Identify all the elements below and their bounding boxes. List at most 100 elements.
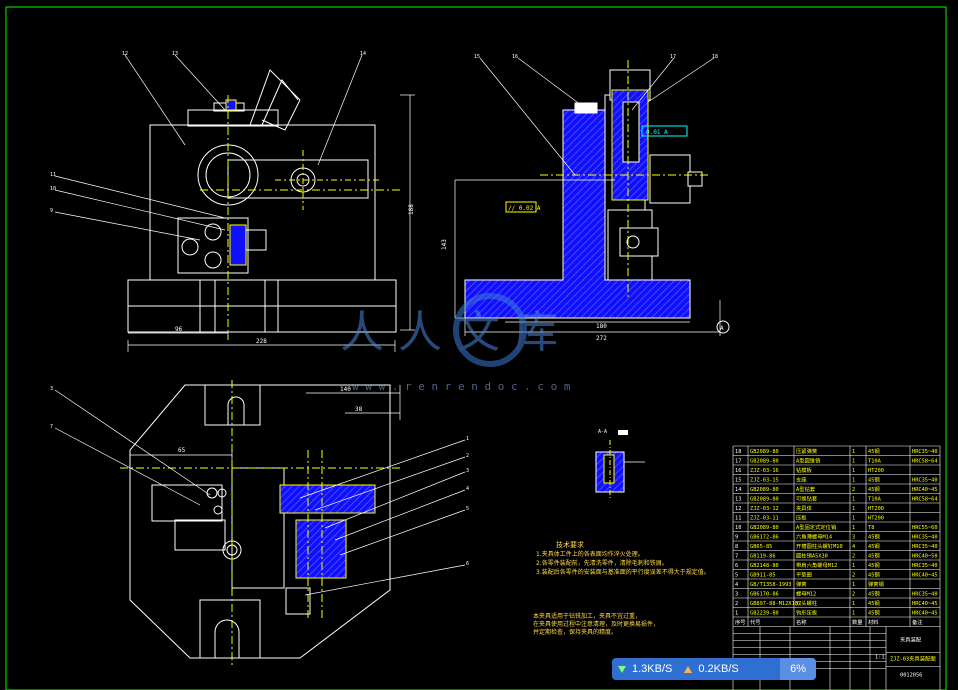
tech-note-line: 2.各零件装配前，先清洗零件，清除毛刺和铁屑。 [536,560,668,567]
bom-cell: 钻模板 [796,466,813,474]
dim-right-inner: 180 [596,323,607,330]
dim-plan-top: 65 [178,447,186,454]
balloon-10: 10 [50,186,56,192]
bom-cell: 3 [852,535,855,541]
bom-cell: GB2239-80 [750,611,779,617]
title-block-drawing-no: 0012056 [900,673,922,679]
bom-cell: 支座 [796,476,807,484]
bom-cell: 压板 [796,514,807,522]
bom-cell: 10 [735,525,741,531]
bom-cell: 4 [852,544,855,550]
title-block-sub: ZJZ-03夹具装配图 [890,655,936,663]
bom-cell: 2 [852,554,855,560]
bom-cell: GB2148-80 [750,563,779,569]
bom-cell: HRC35~40 [912,535,938,541]
bom-cell: 45钢 [868,485,880,493]
balloon-3: 3 [466,468,469,474]
front-view-dims [127,94,415,352]
bom-cell: 5 [735,573,738,579]
bom-cell: 1 [735,611,738,617]
bom-cell: 平垫圈 [796,571,812,579]
bom-cell: HRC40~50 [912,554,938,560]
balloon-2: 2 [466,453,469,459]
bom-cell: 15 [735,478,741,484]
dim-right-view-height: 143 [441,239,448,250]
bom-cell: 45钢 [868,590,880,598]
download-speed-bar[interactable]: 1.3KB/S 0.2KB/S 6% [612,658,816,680]
bom-header-cell: 数量 [852,618,863,626]
tech-notes-title: 技术要求 [556,541,584,549]
balloon-14: 14 [360,51,366,57]
balloon-7: 7 [50,424,53,430]
bom-cell: 弹簧钢 [868,580,884,588]
bom-cell: HT200 [868,516,884,522]
bom-cell: 4 [735,582,738,588]
title-block-name: 夹具装配 [900,636,922,644]
bom-cell: HRC40~45 [912,573,938,579]
bom-cell: T10A [868,497,882,503]
assembly-note-line: 并定期检查，保持夹具的精度。 [533,629,618,636]
tech-note-line: 1.夹具体工件上的各表面均作淬火处理。 [536,551,644,558]
bom-cell: ZJZ-03-11 [750,516,779,522]
bom-cell: 2 [852,573,855,579]
balloon-16: 16 [512,54,518,60]
plan-view [120,380,400,665]
tech-note-line: 3.装配后各零件的安装面与基准面的平行度误差不得大于规定值。 [536,569,710,576]
balloon-6: 6 [466,561,469,567]
bom-cell: HRC40~45 [912,601,938,607]
bom-cell: GB2089-80 [750,459,779,465]
bom-cell: ZJZ-03-12 [750,506,779,512]
bom-cell: ZJZ-03-15 [750,478,779,484]
front-view [127,69,400,340]
bom-cell: 六角薄螺母M14 [796,533,832,541]
balloon-9: 9 [50,208,53,214]
balloon-1: 1 [466,436,469,442]
bom-cell: T10A [868,459,882,465]
bom-cell: 钩形压板 [796,609,818,617]
bom-cell: GB2089-80 [750,525,779,531]
bom-cell: 45钢 [868,447,880,455]
dim-plan-right: 140 [340,386,351,393]
bom-cell: 1 [852,506,855,512]
assembly-note-line: 本夹具适用于钻铣加工，夹具不宜过重， [533,613,642,620]
dim-right-view-width: 272 [596,335,607,342]
progress-percent: 6% [780,658,816,680]
bom-header-cell: 代号 [750,618,761,626]
bom-cell: 1 [852,582,855,588]
bom-cell: GB119-86 [750,554,776,560]
bom-cell: GB/T1358-1993 [750,582,791,588]
balloon-12: 12 [122,51,128,57]
bom-cell: 8 [735,544,738,550]
dim-top-right: 188 [408,204,415,215]
tech-notes: 技术要求 1.夹具体工件上的各表面均作淬火处理。 2.各零件装配前，先清洗零件，… [536,541,710,577]
bom-cell: HRC35~40 [912,449,938,455]
bom-cell: 弹簧 [796,580,807,588]
bom-cell: 11 [735,516,741,522]
drawing-frame [5,6,947,690]
balloon-4: 4 [466,486,469,492]
bom-cell: HRC40~45 [912,487,938,493]
balloon-15: 15 [474,54,480,60]
bom-cell: 45钢 [868,571,880,579]
bom-cell: 带肩六角螺母M12 [796,561,837,569]
assembly-note-line: 在夹具使用过程中注意清理，及时更换易损件， [533,621,660,628]
datum-letter: A [720,325,724,332]
bom-cell: 1 [852,516,855,522]
section-label: A-A [598,429,607,435]
dim-top-total: 228 [256,338,267,345]
balloon-13: 13 [172,51,178,57]
dim-top-part: 96 [175,326,183,333]
bom-cell: 7 [735,554,738,560]
bom-cell: 1 [852,563,855,569]
bom-cell: HT200 [868,468,884,474]
bom-cell: 1 [852,497,855,503]
bom-cell: 18 [735,449,741,455]
bom-cell: HT200 [868,506,884,512]
bom-cell: 6 [735,563,738,569]
bom-cell: 双头螺柱 [796,599,818,607]
bom-cell: 16 [735,468,741,474]
bom-cell: 13 [735,497,741,503]
plan-view-leaders [54,389,466,596]
